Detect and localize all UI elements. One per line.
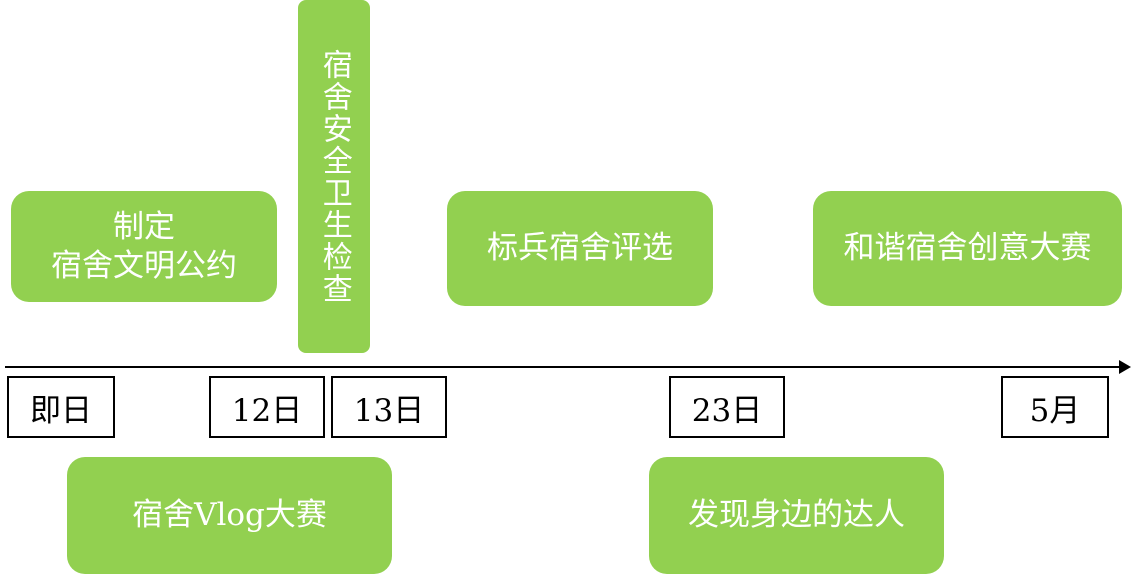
event-dormitory-safety-hygiene-check: 宿舍安全卫生检查: [298, 0, 370, 353]
date-label-today: 即日: [7, 376, 115, 438]
event-dormitory-vlog-contest: 宿舍Vlog大赛: [67, 457, 392, 574]
event-harmonious-dormitory-contest: 和谐宿舍创意大赛: [813, 191, 1122, 306]
date-text: 23日: [691, 392, 763, 429]
event-label-vertical: 宿舍安全卫生检查: [316, 48, 352, 305]
date-text: 即日: [30, 392, 92, 429]
timeline-axis: [5, 366, 1123, 368]
event-label: 宿舍Vlog大赛: [132, 497, 327, 534]
event-dormitory-civility-convention: 制定 宿舍文明公约: [11, 191, 277, 302]
date-label-12: 12日: [209, 376, 325, 438]
event-label: 标兵宿舍评选: [487, 230, 673, 267]
date-text: 12日: [231, 392, 303, 429]
date-text: 13日: [353, 392, 425, 429]
date-label-13: 13日: [331, 376, 447, 438]
event-label: 发现身边的达人: [688, 497, 905, 534]
event-label-line: 制定: [113, 208, 175, 245]
event-model-dormitory-selection: 标兵宿舍评选: [447, 191, 713, 306]
date-text: 5月: [1029, 392, 1081, 429]
event-discover-talents: 发现身边的达人: [649, 457, 944, 574]
timeline-arrowhead: [1119, 360, 1131, 374]
date-label-23: 23日: [669, 376, 785, 438]
date-label-may: 5月: [1001, 376, 1109, 438]
event-label-line: 宿舍文明公约: [51, 247, 237, 284]
event-label: 和谐宿舍创意大赛: [843, 230, 1092, 267]
